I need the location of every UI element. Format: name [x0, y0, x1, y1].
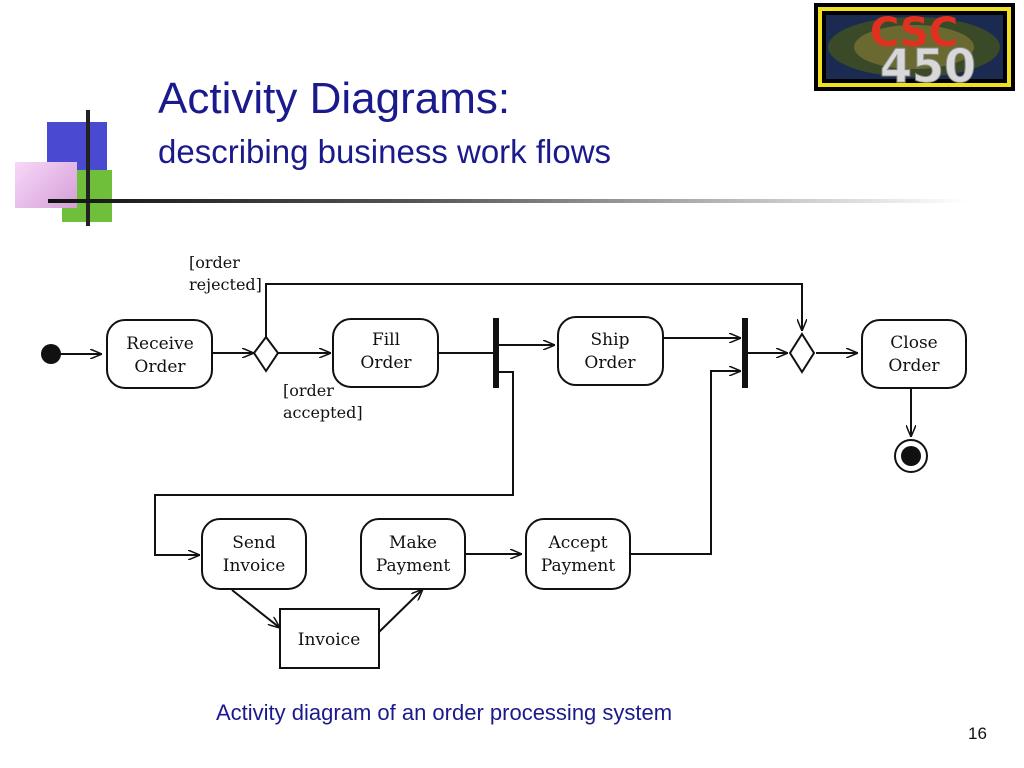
label-receive-order-1: Receive — [126, 334, 194, 354]
flow-rejected — [265, 283, 802, 338]
activity-send-invoice — [201, 518, 307, 590]
flow-send-invoice-object — [231, 589, 280, 628]
activity-close-order — [861, 319, 967, 389]
page-subtitle: describing business work flows — [158, 133, 612, 170]
activity-ship-order — [557, 316, 664, 386]
label-close-order-1: Close — [890, 333, 937, 353]
label-make-payment-2: Payment — [376, 556, 451, 576]
activity-fill-order — [332, 318, 439, 388]
label-send-invoice-2: Invoice — [223, 556, 286, 576]
join-bar — [742, 318, 748, 388]
label-accept-payment-1: Accept — [547, 533, 607, 553]
decision-node — [252, 335, 280, 373]
label-ship-order-1: Ship — [591, 330, 630, 350]
guard-accepted-2: accepted] — [283, 403, 363, 422]
merge-node — [788, 332, 816, 374]
title-underline — [48, 199, 968, 203]
logo-text-450: 450 — [880, 39, 976, 92]
label-fill-order-1: Fill — [372, 330, 400, 350]
page-number: 16 — [968, 724, 987, 743]
label-send-invoice-1: Send — [232, 533, 276, 553]
label-close-order-2: Order — [888, 356, 940, 376]
label-receive-order-2: Order — [134, 357, 186, 377]
label-accept-payment-2: Payment — [541, 556, 616, 576]
guard-rejected-2: rejected] — [189, 275, 262, 294]
initial-node — [41, 344, 61, 364]
flow-object-make-payment — [378, 589, 423, 633]
flow-fork-send-invoice — [154, 371, 514, 555]
label-ship-order-2: Order — [584, 353, 636, 373]
guard-accepted-1: [order — [283, 381, 334, 400]
flow-accept-join — [630, 371, 741, 555]
label-invoice-object: Invoice — [298, 630, 361, 650]
diagram-caption: Activity diagram of an order processing … — [216, 700, 673, 725]
fork-bar — [493, 318, 499, 388]
object-invoice — [279, 608, 380, 669]
label-fill-order-2: Order — [360, 353, 412, 373]
page-title: Activity Diagrams: — [158, 74, 511, 123]
activity-make-payment — [360, 518, 466, 590]
decor-vertical-line — [86, 110, 90, 226]
label-make-payment-1: Make — [389, 533, 437, 553]
activity-accept-payment — [525, 518, 631, 590]
final-node-dot — [901, 446, 921, 466]
logo-text-csc: CSC — [870, 10, 958, 56]
activity-receive-order — [106, 319, 213, 389]
guard-rejected-1: [order — [189, 253, 240, 272]
csc-450-logo: CSC 450 — [814, 3, 1015, 92]
